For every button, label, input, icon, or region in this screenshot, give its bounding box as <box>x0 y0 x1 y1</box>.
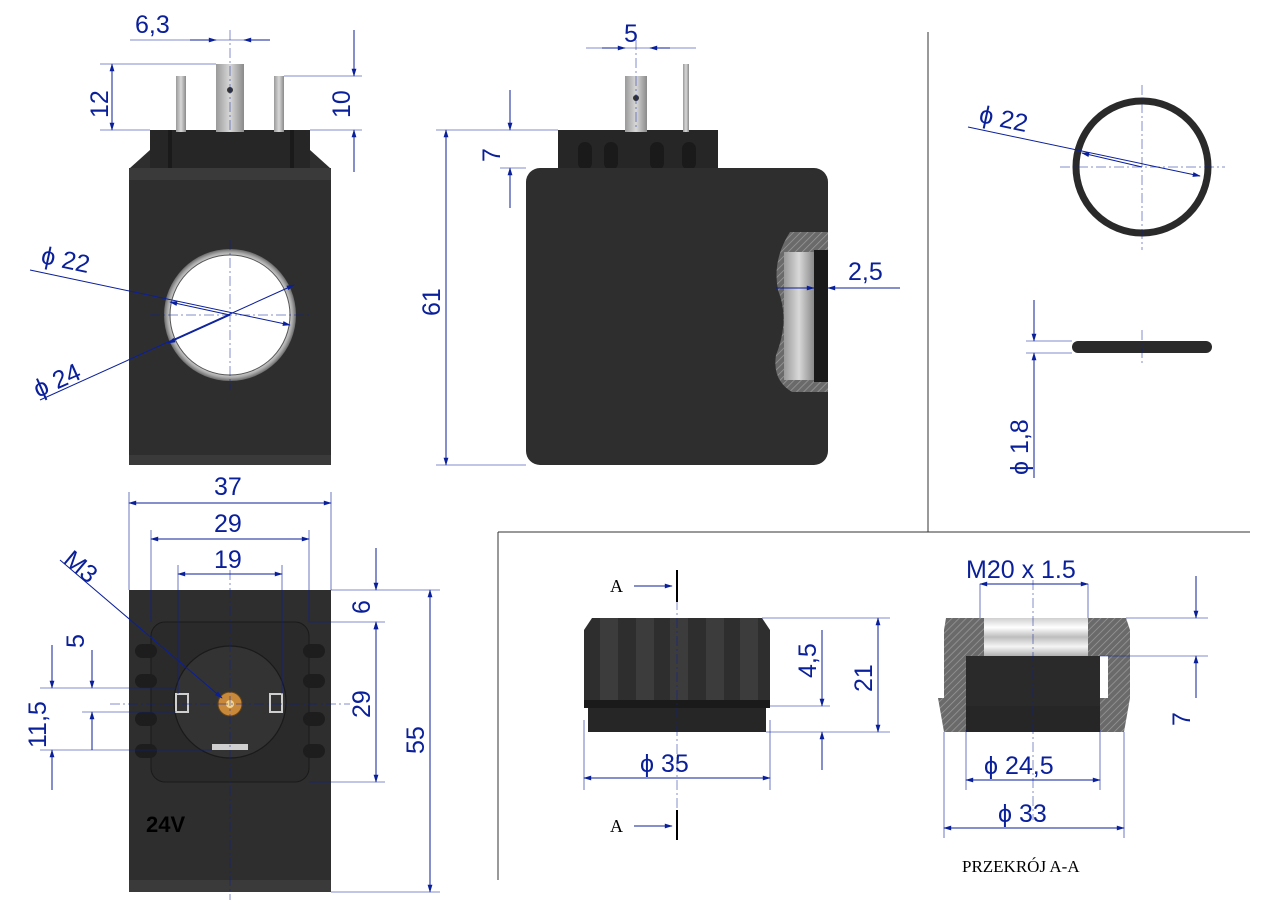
nut-outside-view: A A <box>584 570 770 840</box>
dim-nut-inner: ϕ 24,5 <box>984 752 1054 780</box>
o-ring-dimensions: ϕ 22 ϕ 1,8 <box>967 100 1201 478</box>
connector-face-view: 24V <box>110 570 350 900</box>
dim-nut-step: 7 <box>1168 712 1196 726</box>
o-ring-view <box>1060 85 1225 364</box>
dim-width-mid: 29 <box>214 510 242 538</box>
front-view-dimensions: 6,3 12 10 ϕ 22 ϕ 24 <box>29 11 362 403</box>
dim-width-overall: 37 <box>214 473 242 501</box>
sheet-frame <box>497 32 1250 880</box>
dim-nut-outer: ϕ 33 <box>998 800 1047 828</box>
side-view-dimensions: 5 7 61 2,5 <box>418 20 900 466</box>
dim-ring-thickness: ϕ 1,8 <box>1006 419 1034 475</box>
connector-face-dimensions: 37 29 19 M3 6 29 55 5 11,5 <box>24 473 440 893</box>
dim-pin-spacing-top: 6,3 <box>135 11 170 39</box>
voltage-label: 24V <box>146 812 185 837</box>
dim-nut-flange: 4,5 <box>794 643 822 678</box>
dim-nut-height: 21 <box>850 664 878 692</box>
dim-pin-offset: 5 <box>62 634 90 648</box>
section-marker-top: A <box>610 576 623 596</box>
dim-pin-height-right: 10 <box>328 90 356 118</box>
coil-front-view <box>129 30 331 465</box>
section-title: PRZEKRÓJ A-A <box>962 857 1080 876</box>
dim-pin-height: 12 <box>86 90 114 118</box>
dim-height-front: 55 <box>402 726 430 754</box>
dim-pin-spacing-side: 5 <box>624 20 638 48</box>
dim-wall-thickness: 2,5 <box>848 258 883 286</box>
dim-width-inner: 19 <box>214 546 242 574</box>
nut-section-view: PRZEKRÓJ A-A <box>938 580 1130 876</box>
dim-connector-height: 7 <box>478 148 506 162</box>
dim-connector-square: 29 <box>348 690 376 718</box>
dim-coil-height: 61 <box>418 288 446 316</box>
dim-thread-screw: M3 <box>58 545 103 589</box>
dim-bore-outer: ϕ 24 <box>29 358 85 403</box>
dim-nut-diameter: ϕ 35 <box>640 750 689 778</box>
nut-outside-dimensions: ϕ 35 4,5 21 <box>583 617 890 790</box>
section-marker-bottom: A <box>610 816 623 836</box>
dim-offset-top: 6 <box>348 600 376 614</box>
dim-pin-offset-b: 11,5 <box>24 701 52 748</box>
nut-section-dimensions: M20 x 1.5 ϕ 24,5 ϕ 33 7 <box>943 556 1208 838</box>
dim-nut-thread: M20 x 1.5 <box>966 556 1076 584</box>
dim-ring-diameter: ϕ 22 <box>977 100 1031 138</box>
coil-side-view <box>526 40 828 465</box>
